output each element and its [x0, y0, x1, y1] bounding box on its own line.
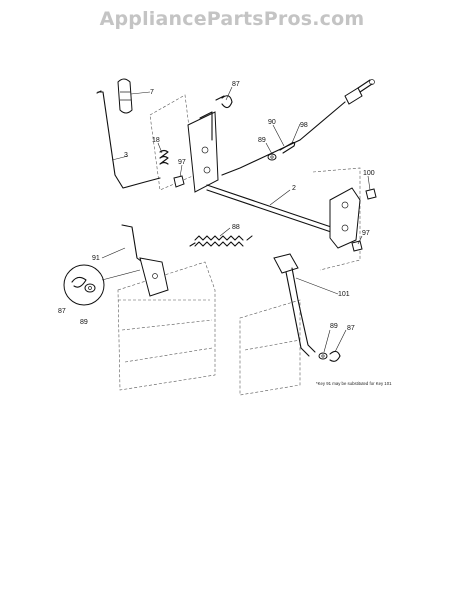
callout-2: 2 [292, 185, 296, 192]
detail-bubble [63, 264, 141, 306]
nut-part-97-right [351, 240, 363, 252]
nut-part-100 [365, 188, 377, 200]
callout-7: 7 [150, 89, 154, 96]
callout-labels: 7 87 3 18 97 90 89 98 2 100 88 97 91 87 … [58, 81, 375, 332]
callout-97-left: 97 [178, 159, 186, 166]
grip-part-7 [117, 78, 133, 114]
callout-98: 98 [300, 122, 308, 129]
callout-89-top: 89 [258, 137, 266, 144]
nut-part-97-left [173, 175, 185, 188]
clip-part-87-top [215, 95, 233, 109]
lift-handle-part-3 [96, 90, 161, 189]
lift-arm-part-101 [273, 253, 316, 357]
callout-87-top: 87 [232, 81, 240, 88]
washer-part-89-top [267, 153, 277, 161]
shaft-part-2 [206, 184, 361, 249]
callout-91: 91 [92, 255, 100, 262]
callout-89-bubble: 89 [80, 319, 88, 326]
lift-arm-part-91 [121, 224, 169, 297]
callout-89-bottom: 89 [330, 323, 338, 330]
spring-part-88 [189, 235, 253, 247]
callout-101: 101 [338, 291, 350, 298]
callout-97-right: 97 [362, 230, 370, 237]
leader-lines [101, 86, 371, 353]
callout-88: 88 [232, 224, 240, 231]
callout-18: 18 [152, 137, 160, 144]
substitution-note: *Key 91 may be substituted for Key 101 [316, 381, 392, 386]
callout-87-bottom: 87 [347, 325, 355, 332]
mounting-bracket [187, 111, 219, 193]
spring-part-18 [159, 149, 169, 165]
washer-part-89-bottom [318, 352, 328, 360]
callout-100: 100 [363, 170, 375, 177]
callout-87-bubble: 87 [58, 308, 66, 315]
callout-3: 3 [124, 152, 128, 159]
site-watermark: AppliancePartsPros.com [99, 8, 365, 30]
callout-90: 90 [268, 119, 276, 126]
rod-part-98 [221, 79, 375, 176]
clip-part-87-bottom [329, 350, 341, 362]
